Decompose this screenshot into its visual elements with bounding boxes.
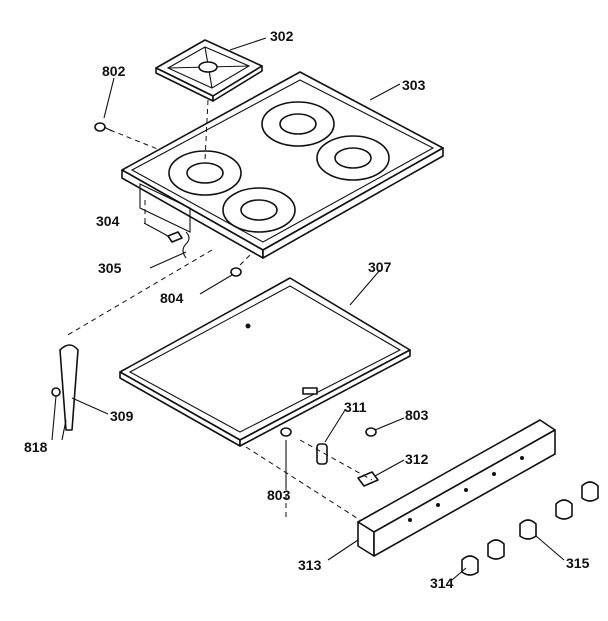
callout-802: 802 [102, 63, 126, 79]
leader-lines [51, 37, 565, 581]
clip-818-icon [51, 387, 61, 397]
callout-309: 309 [110, 408, 134, 424]
screw-803b-icon [365, 427, 377, 437]
callout-315: 315 [566, 555, 590, 571]
screw-804-icon [230, 267, 242, 277]
wire-harness-icon [59, 344, 79, 441]
callout-313: 313 [298, 557, 322, 573]
control-panel-icon [357, 419, 556, 557]
callout-803-left: 803 [267, 487, 291, 503]
callout-312: 312 [405, 451, 429, 467]
burner-box-icon [119, 277, 411, 447]
bracket-312-icon [357, 471, 379, 487]
callout-307: 307 [368, 259, 392, 275]
bracket-304-icon [167, 231, 183, 243]
callout-304: 304 [96, 213, 120, 229]
callout-804: 804 [160, 290, 184, 306]
callout-303: 303 [402, 77, 426, 93]
burner-grate-icon [155, 39, 263, 102]
callout-803-right: 803 [405, 407, 429, 423]
screw-802-icon [94, 122, 113, 132]
control-knob-icon [461, 481, 599, 576]
callout-314: 314 [430, 575, 454, 591]
callout-818: 818 [24, 439, 48, 455]
screw-803a-icon [280, 427, 292, 437]
spring-clip-305-icon [182, 231, 190, 259]
spark-module-311-icon [316, 443, 328, 465]
callout-305: 305 [98, 260, 122, 276]
cooktop-panel-icon [121, 71, 444, 259]
callout-311: 311 [344, 399, 367, 415]
callout-302: 302 [270, 28, 294, 44]
